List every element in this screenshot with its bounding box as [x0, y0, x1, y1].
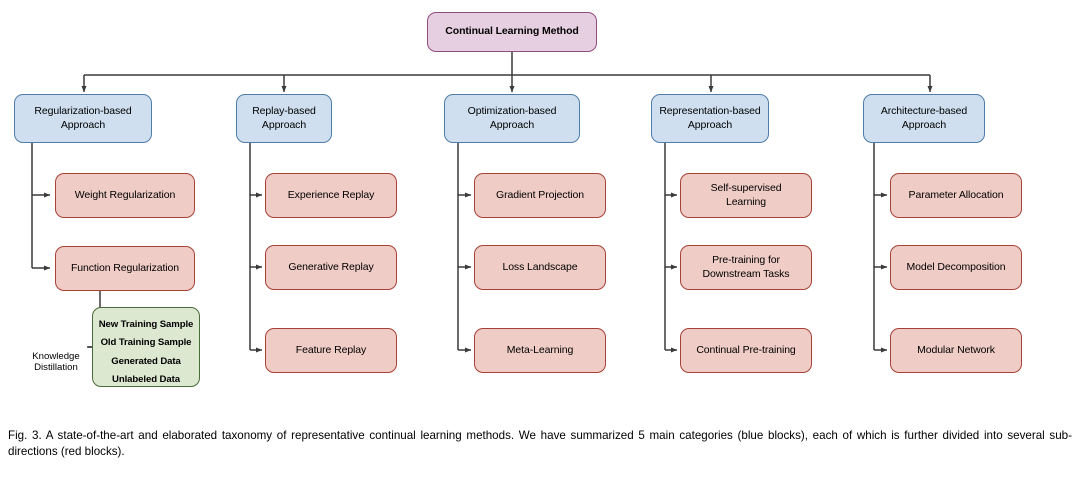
sub-node-model-decomposition[interactable]: Model Decomposition [890, 245, 1022, 290]
sub-node-experience-replay[interactable]: Experience Replay [265, 173, 397, 218]
category-node-label: Regularization-based Approach [34, 105, 132, 131]
sub-node-continual-pre-training[interactable]: Continual Pre-training [680, 328, 812, 373]
category-node-replay-based-approach[interactable]: Replay-based Approach [236, 94, 332, 143]
data-box-item: Old Training Sample [100, 337, 192, 349]
category-node-architecture-based-approach[interactable]: Architecture-based Approach [863, 94, 985, 143]
category-node-label: Representation-based Approach [659, 105, 761, 131]
root-node-label: Continual Learning Method [445, 25, 579, 38]
sub-node-label: Experience Replay [287, 188, 375, 201]
sub-node-self-supervised-learning[interactable]: Self-supervised Learning [680, 173, 812, 218]
sub-node-label: Weight Regularization [74, 188, 176, 201]
taxonomy-diagram: Continual Learning Method Regularization… [14, 12, 1022, 387]
sub-node-loss-landscape[interactable]: Loss Landscape [474, 245, 606, 290]
sub-node-label: Loss Landscape [502, 260, 578, 273]
sub-node-parameter-allocation[interactable]: Parameter Allocation [890, 173, 1022, 218]
category-node-label: Architecture-based Approach [880, 105, 968, 131]
sub-node-label: Model Decomposition [906, 260, 1006, 273]
data-box-item: Unlabeled Data [112, 374, 180, 386]
category-node-label: Replay-based Approach [252, 105, 316, 131]
data-box-item: New Training Sample [98, 318, 194, 330]
category-node-regularization-based-approach[interactable]: Regularization-based Approach [14, 94, 152, 143]
sub-node-label: Modular Network [917, 343, 995, 356]
sub-node-weight-regularization[interactable]: Weight Regularization [55, 173, 195, 218]
sub-node-gradient-projection[interactable]: Gradient Projection [474, 173, 606, 218]
sub-node-label: Gradient Projection [496, 188, 584, 201]
sub-node-label: Continual Pre-training [696, 343, 796, 356]
sub-node-label: Meta-Learning [506, 343, 574, 356]
sub-node-generative-replay[interactable]: Generative Replay [265, 245, 397, 290]
category-node-representation-based-approach[interactable]: Representation-based Approach [651, 94, 769, 143]
sub-node-label: Feature Replay [295, 343, 367, 356]
figure-caption: Fig. 3. A state-of-the-art and elaborate… [8, 429, 1072, 459]
sub-node-pre-training-for-downstream-tasks[interactable]: Pre-training for Downstream Tasks [680, 245, 812, 290]
sub-node-function-regularization[interactable]: Function Regularization [55, 246, 195, 291]
sub-node-label: Parameter Allocation [908, 188, 1004, 201]
data-box-knowledge-distillation-sources[interactable]: New Training Sample Old Training Sample … [92, 307, 200, 387]
category-node-optimization-based-approach[interactable]: Optimization-based Approach [444, 94, 580, 143]
edge-label-knowledge-distillation: Knowledge Distillation [32, 351, 80, 374]
sub-node-label: Function Regularization [70, 261, 179, 274]
root-node-continual-learning-method[interactable]: Continual Learning Method [427, 12, 597, 52]
category-node-label: Optimization-based Approach [467, 105, 557, 131]
data-box-item: Generated Data [111, 355, 181, 367]
sub-node-label: Self-supervised Learning [710, 182, 782, 208]
sub-node-label: Generative Replay [288, 260, 374, 273]
sub-node-modular-network[interactable]: Modular Network [890, 328, 1022, 373]
sub-node-feature-replay[interactable]: Feature Replay [265, 328, 397, 373]
sub-node-meta-learning[interactable]: Meta-Learning [474, 328, 606, 373]
sub-node-label: Pre-training for Downstream Tasks [702, 254, 790, 280]
